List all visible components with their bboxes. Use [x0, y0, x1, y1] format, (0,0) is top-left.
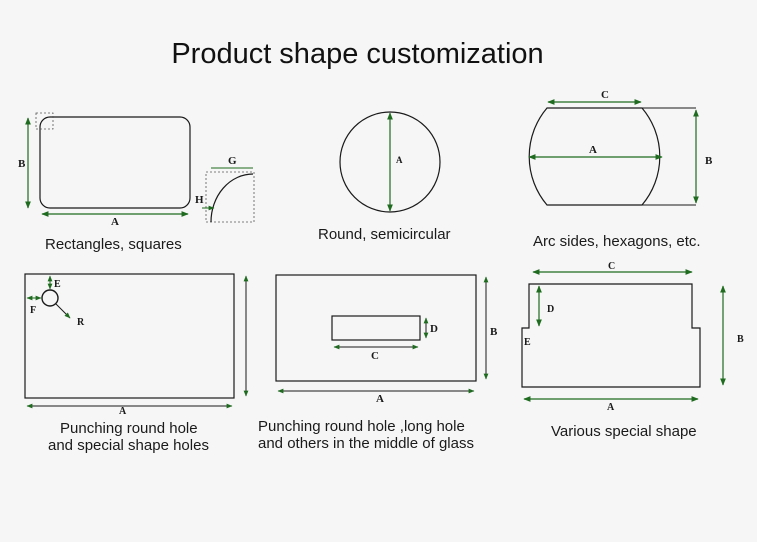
label-c: C [371, 350, 379, 362]
long-hole-shape [331, 315, 421, 341]
label-f: F [30, 305, 36, 316]
radius-arrow [55, 303, 71, 319]
rectangle-panel: B A G H [18, 112, 255, 228]
label-b: B [18, 158, 26, 170]
caption-long-hole-line-1: Punching round hole ,long hole [258, 418, 465, 435]
label-r: R [77, 317, 85, 328]
label-a: A [589, 144, 597, 156]
rectangle-shape [39, 116, 191, 209]
round-panel: A [339, 111, 441, 213]
label-d: D [430, 323, 438, 335]
label-e: E [54, 279, 61, 290]
label-b: B [705, 155, 713, 167]
label-a: A [376, 393, 384, 405]
label-c: C [608, 261, 615, 272]
caption-round: Round, semicircular [318, 226, 451, 243]
label-a: A [396, 155, 403, 165]
page-title: Product shape customization [171, 38, 544, 70]
caption-long-hole-line-2: and others in the middle of glass [258, 435, 474, 452]
circle-shape [339, 111, 441, 213]
label-b: B [490, 326, 498, 338]
label-e: E [524, 337, 531, 348]
label-g: G [228, 155, 237, 167]
label-a: A [119, 406, 127, 417]
label-a: A [111, 216, 119, 228]
round-hole-panel: E F R A [24, 273, 249, 417]
caption-round-hole-line-1: Punching round hole [60, 420, 198, 437]
glass-shape [24, 273, 235, 399]
special-shape [521, 283, 701, 388]
arc-sides-panel: C A B [528, 89, 713, 206]
caption-arc-sides: Arc sides, hexagons, etc. [533, 233, 701, 250]
label-d: D [547, 304, 554, 315]
corner-arc [210, 173, 254, 223]
label-h: H [195, 194, 204, 206]
label-c: C [601, 89, 609, 101]
glass-shape [275, 274, 477, 382]
label-a: A [607, 402, 615, 413]
label-b: B [737, 334, 744, 345]
hole-circle [41, 289, 59, 307]
caption-rectangles: Rectangles, squares [45, 236, 182, 253]
corner-detail-box [35, 112, 54, 130]
long-hole-panel: C D B A [275, 274, 498, 405]
caption-special-shape: Various special shape [551, 423, 697, 440]
corner-zoom-box [205, 171, 255, 223]
caption-round-hole-line-2: and special shape holes [48, 437, 209, 454]
special-shape-panel: C D E B A [521, 261, 744, 413]
